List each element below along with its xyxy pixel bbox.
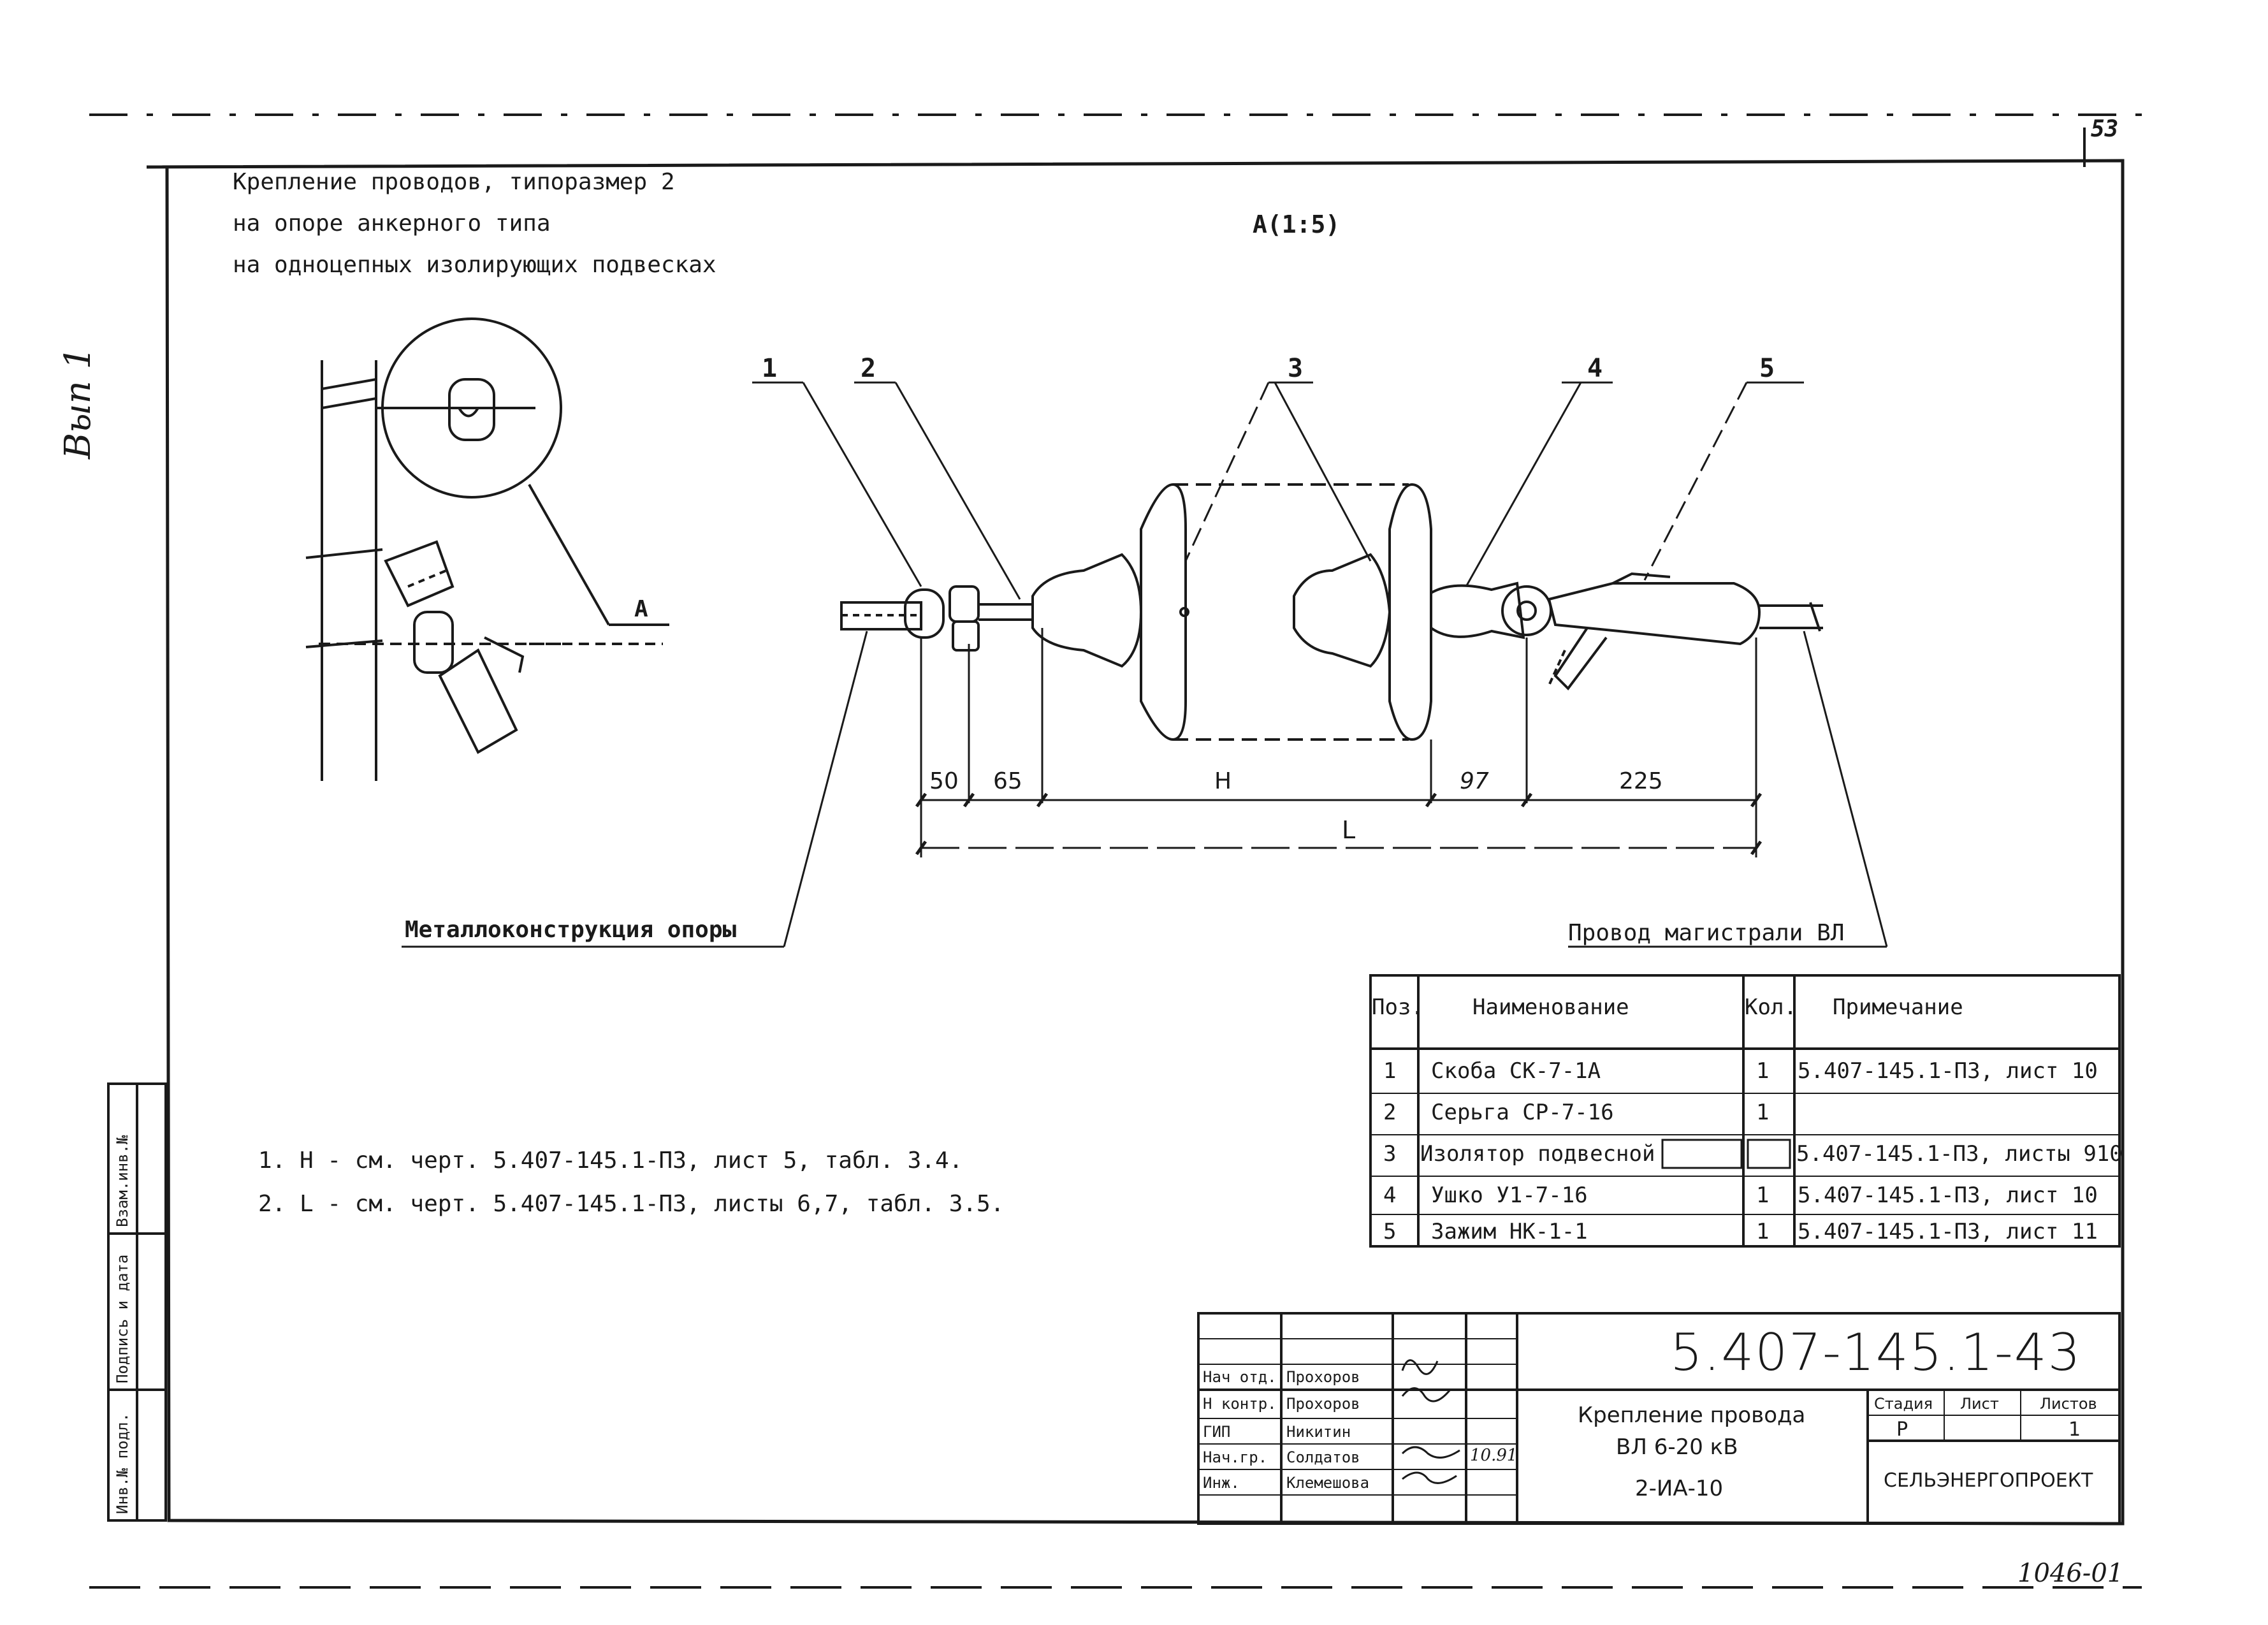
side-stamp-signature: Подпись и дата [113, 1254, 131, 1383]
leader-lines [402, 381, 1888, 948]
title-block-line-3: 2-ИА-10 [1635, 1476, 1724, 1501]
spec-table-grid [1369, 974, 2121, 1248]
note-1: 1. Н - см. черт. 5.407-145.1-ПЗ, лист 5,… [258, 1148, 963, 1174]
header-pos: Поз. [1372, 995, 1424, 1020]
row-3-pos: 3 [1383, 1141, 1397, 1167]
sig-role-3: ГИП [1203, 1423, 1231, 1441]
pole-sketch [305, 317, 669, 781]
row-1-note: 5.407-145.1-ПЗ, лист 10 [1798, 1058, 2098, 1084]
sig-name-2: Прохоров [1286, 1395, 1360, 1413]
sig-date-4: 10.91 [1470, 1446, 1518, 1465]
detail-callout-label: А [634, 596, 648, 622]
header-name: Наименование [1472, 995, 1629, 1020]
callout-3: 3 [1288, 354, 1304, 383]
assembly-drawing [840, 483, 1823, 741]
stage-value: Р [1896, 1418, 1908, 1441]
title-block-line-1: Крепление провода [1578, 1403, 1806, 1428]
dimension-lines [915, 628, 1763, 857]
sig-role-4: Нач.гр. [1203, 1448, 1268, 1466]
row-4-name: Ушко У1-7-16 [1431, 1183, 1588, 1208]
sig-role-5: Инж. [1203, 1474, 1240, 1492]
header-qty: Кол. [1745, 995, 1797, 1020]
callout-2: 2 [861, 354, 876, 383]
sig-name-1: Прохоров [1286, 1368, 1360, 1386]
title-block-grid [1197, 1312, 2121, 1525]
sheets-value: 1 [2068, 1418, 2081, 1441]
side-stamp-replace: Взам.инв.№ [113, 1135, 131, 1228]
sig-role-1: Нач отд. [1203, 1368, 1277, 1386]
callout-1: 1 [762, 354, 778, 383]
sheet-header: Лист [1960, 1395, 1999, 1413]
row-5-pos: 5 [1383, 1219, 1397, 1244]
callout-5: 5 [1759, 354, 1775, 383]
row-2-pos: 2 [1383, 1100, 1397, 1125]
view-label: А(1:5) [1253, 210, 1341, 238]
row-1-name: Скоба СК-7-1А [1431, 1058, 1601, 1084]
bottom-handwritten-number: 1046-01 [2017, 1559, 2124, 1588]
dimension-97: 97 [1460, 768, 1489, 794]
structure-label: Металлоконструкция опоры [405, 917, 737, 943]
sheets-header: Листов [2040, 1395, 2097, 1413]
row-4-note: 5.407-145.1-ПЗ, лист 10 [1798, 1183, 2098, 1208]
side-stamp-inv: Инв.№ подл. [113, 1413, 131, 1514]
dimension-65: 65 [993, 768, 1022, 794]
callout-4: 4 [1587, 354, 1603, 383]
wire-label: Провод магистрали ВЛ [1568, 920, 1845, 946]
dimension-l: L [1342, 816, 1356, 844]
dimension-h: Н [1214, 768, 1232, 794]
row-3-name: Изолятор подвесной [1420, 1141, 1655, 1167]
main-frame [146, 159, 2125, 1526]
row-5-name: Зажим НК-1-1 [1431, 1219, 1588, 1244]
row-2-qty: 1 [1756, 1100, 1770, 1125]
row-1-pos: 1 [1383, 1058, 1397, 1084]
stage-header: Стадия [1874, 1395, 1933, 1413]
row-5-qty: 1 [1756, 1219, 1770, 1244]
title-line-1: Крепление проводов, типоразмер 2 [233, 169, 675, 195]
title-line-2: на опоре анкерного типа [233, 210, 551, 237]
row-1-qty: 1 [1756, 1058, 1770, 1084]
sig-name-3: Никитин [1286, 1423, 1351, 1441]
row-5-note: 5.407-145.1-ПЗ, лист 11 [1798, 1219, 2098, 1244]
dimension-50: 50 [929, 768, 959, 794]
page-number: 53 [2091, 116, 2119, 142]
dimension-225: 225 [1619, 768, 1663, 794]
sig-name-5: Клемешова [1286, 1474, 1370, 1492]
title-line-3: на одноцепных изолирующих подвесках [233, 252, 716, 278]
row-4-qty: 1 [1756, 1183, 1770, 1208]
row-2-name: Серьга СР-7-16 [1431, 1100, 1614, 1125]
organization: СЕЛЬЭНЕРГОПРОЕКТ [1884, 1469, 2093, 1492]
header-note: Примечание [1833, 995, 1963, 1020]
drawing-code: 5.407-145.1-43 [1670, 1323, 2082, 1382]
note-2: 2. L - см. черт. 5.407-145.1-ПЗ, листы 6… [258, 1191, 1005, 1217]
title-block-line-2: ВЛ 6-20 кВ [1616, 1434, 1738, 1460]
side-handwritten-note: Вып 1 [57, 346, 99, 459]
row-3-note: 5.407-145.1-ПЗ, листы 910 [1796, 1141, 2123, 1167]
sig-name-4: Солдатов [1286, 1448, 1360, 1466]
row-4-pos: 4 [1383, 1183, 1397, 1208]
sig-role-2: Н контр. [1203, 1395, 1277, 1413]
